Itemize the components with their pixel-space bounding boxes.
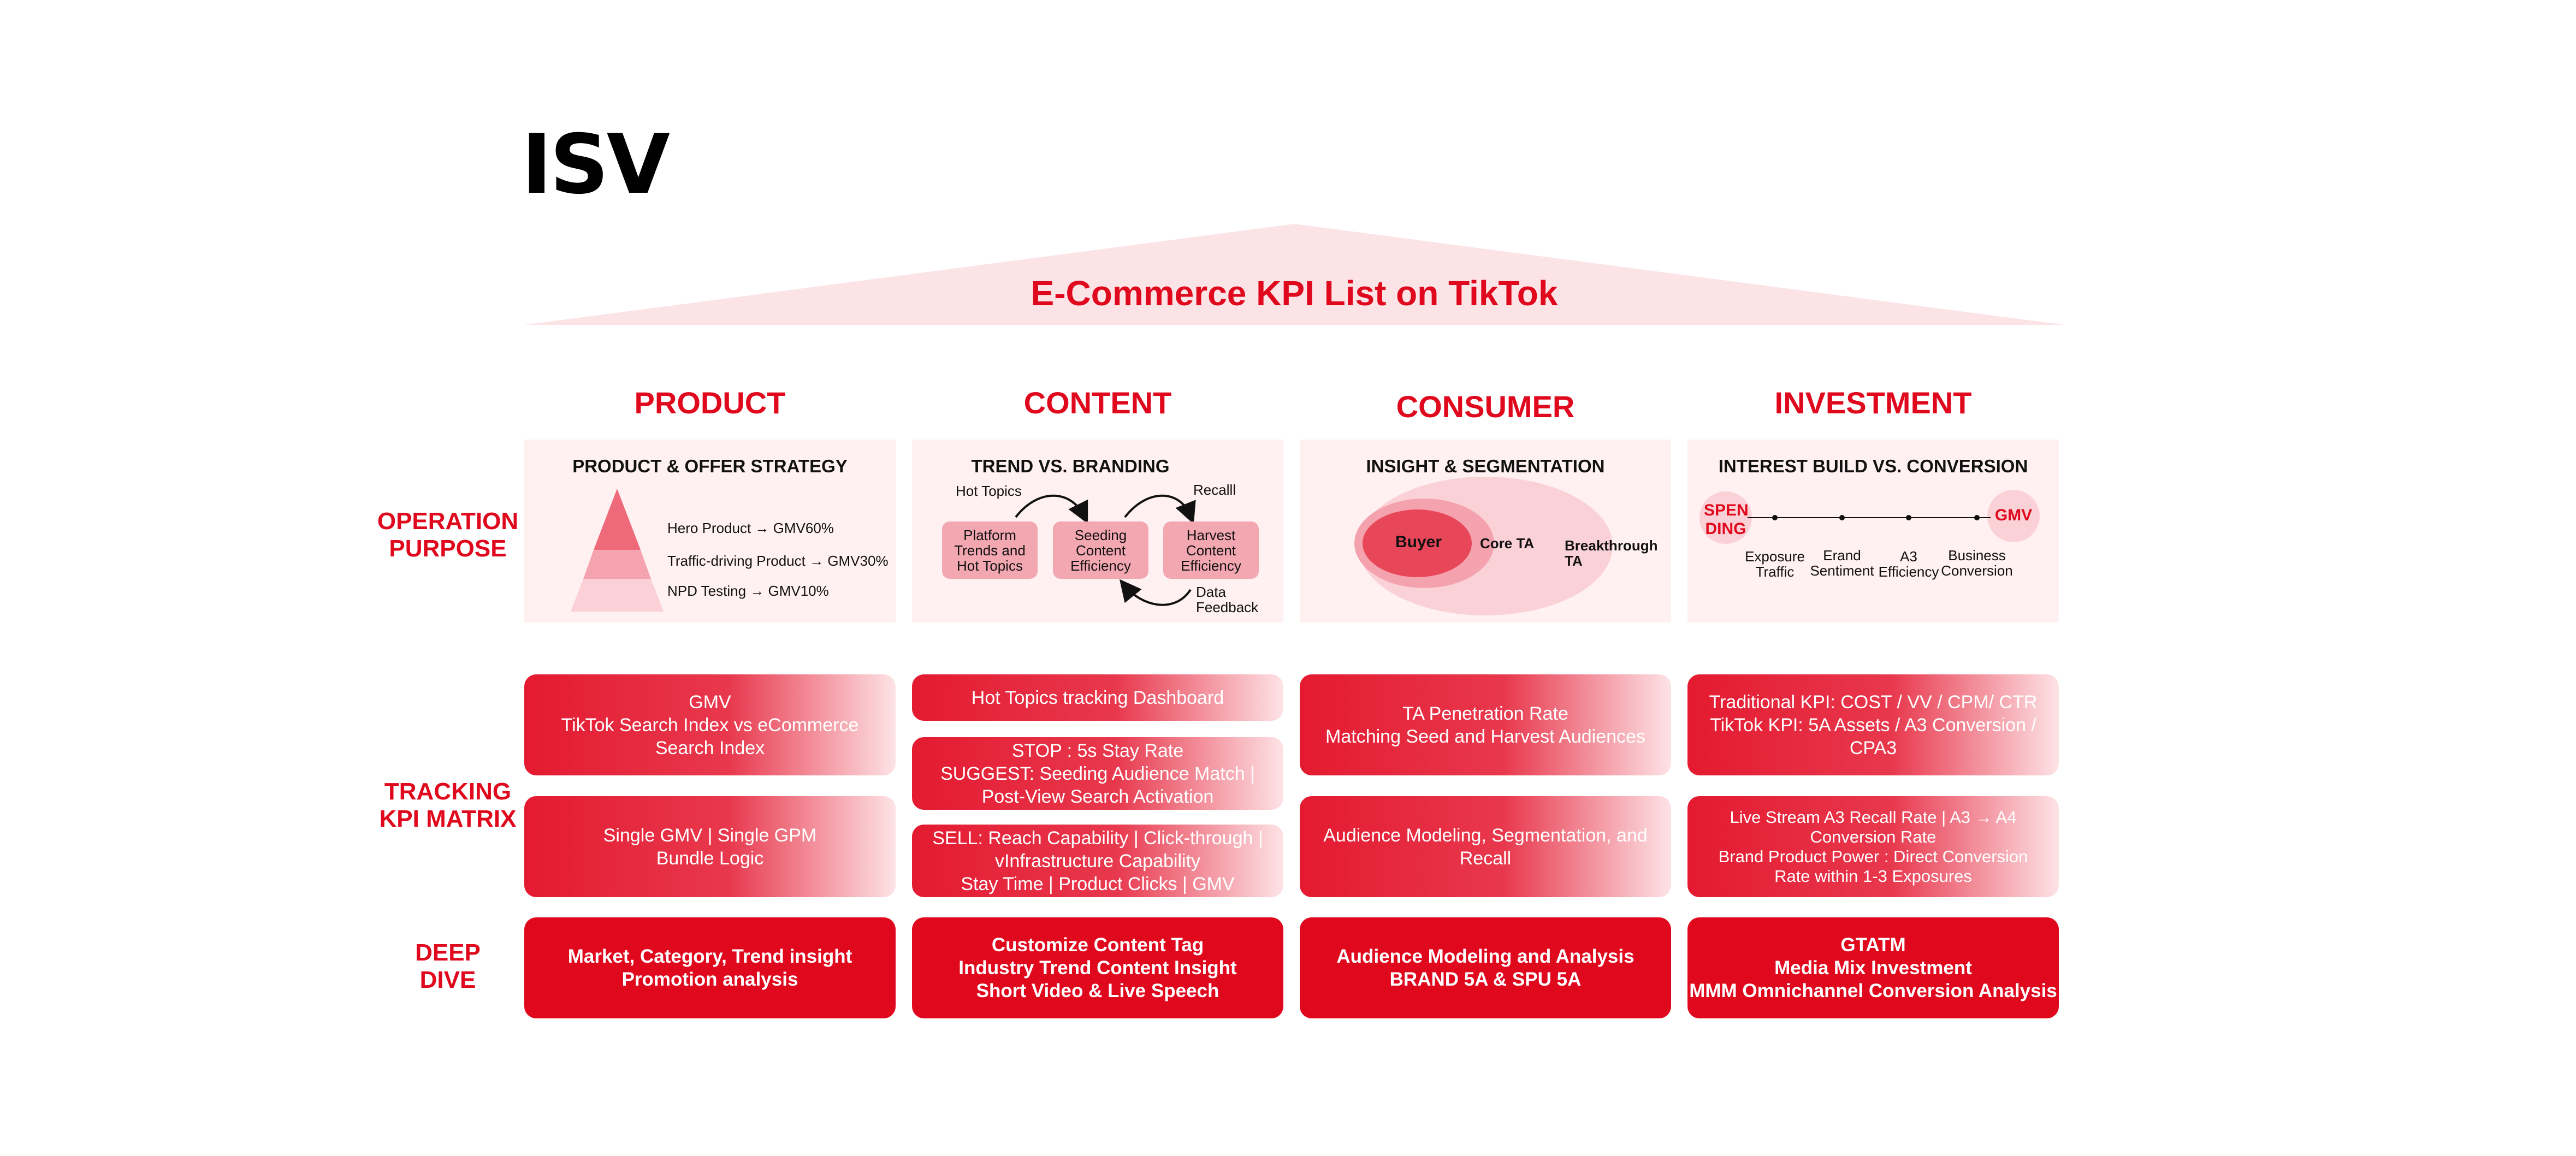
deep-dive-product: Market, Category, Trend insight Promotio…	[524, 917, 896, 1018]
column-header-investment: INVESTMENT	[1774, 386, 1972, 420]
column-header-consumer: CONSUMER	[1396, 389, 1575, 424]
stage-exposure: Exposure Traffic	[1745, 548, 1805, 580]
isv-logo: ISV	[522, 117, 670, 212]
kpi-content-2: STOP : 5s Stay Rate SUGGEST: Seeding Aud…	[912, 737, 1283, 810]
platform-trends-box: Platform Trends and Hot Topics	[942, 521, 1038, 579]
operation-product-title: PRODUCT & OFFER STRATEGY	[572, 456, 848, 476]
operation-product-panel: PRODUCT & OFFER STRATEGY Hero Product → …	[524, 440, 896, 623]
deep-dive-content: Customize Content Tag Industry Trend Con…	[912, 917, 1283, 1018]
core-ta-label: Core TA	[1480, 535, 1535, 552]
flow-arrows-icon	[1015, 494, 1196, 606]
operation-content-panel: TREND VS. BRANDING Hot Topics Recalll Pl…	[912, 440, 1283, 623]
data-feedback-label: Data Feedback	[1196, 584, 1259, 615]
breakthrough-ta-label: Breakthrough TA	[1565, 537, 1658, 569]
stage-sentiment: Erand Sentiment	[1810, 547, 1874, 579]
column-header-content: CONTENT	[1023, 386, 1172, 420]
pyramid-label-traffic: Traffic-driving Product → GMV30%	[667, 553, 889, 569]
operation-investment-panel: INTEREST BUILD VS. CONVERSION SPEN DING …	[1687, 440, 2059, 623]
row-label-operation-purpose: OPERATION PURPOSE	[377, 508, 519, 562]
kpi-product-2: Single GMV | Single GPM Bundle Logic	[524, 796, 896, 897]
roof-shape	[524, 224, 2064, 325]
kpi-consumer-2: Audience Modeling, Segmentation, and Rec…	[1300, 796, 1671, 897]
deep-dive-investment: GTATM Media Mix Investment MMM Omnichann…	[1687, 917, 2059, 1018]
stage-efficiency: A3 Efficiency	[1878, 548, 1939, 580]
operation-consumer-panel: INSIGHT & SEGMENTATION Buyer Core TA Bre…	[1300, 440, 1671, 623]
conversion-path-icon	[1699, 490, 2040, 544]
pyramid-label-npd: NPD Testing → GMV10%	[667, 583, 829, 599]
kpi-consumer-1: TA Penetration Rate Matching Seed and Ha…	[1300, 674, 1671, 775]
row-label-tracking-kpi-matrix: TRACKING KPI MATRIX	[379, 778, 517, 832]
pyramid-icon	[571, 489, 664, 612]
segmentation-ellipses-icon	[1354, 477, 1613, 615]
kpi-product-1: GMV TikTok Search Index vs eCommerce Sea…	[524, 674, 896, 775]
kpi-investment-2: Live Stream A3 Recall Rate | A3 → A4 Con…	[1687, 796, 2059, 897]
row-label-deep-dive: DEEP DIVE	[415, 939, 481, 993]
pyramid-label-hero: Hero Product → GMV60%	[667, 520, 834, 536]
deep-dive-consumer: Audience Modeling and Analysis BRAND 5A …	[1300, 917, 1671, 1018]
kpi-investment-1: Traditional KPI: COST / VV / CPM/ CTR Ti…	[1687, 674, 2059, 775]
harvest-efficiency-box: Harvest Content Efficiency	[1163, 521, 1259, 579]
column-header-product: PRODUCT	[634, 386, 786, 420]
spending-label: SPEN DING	[1704, 501, 1749, 538]
gmv-label: GMV	[1994, 506, 2033, 524]
kpi-content-1: Hot Topics tracking Dashboard	[912, 674, 1283, 721]
recall-label: Recalll	[1193, 482, 1236, 498]
operation-investment-title: INTEREST BUILD VS. CONVERSION	[1718, 456, 2028, 476]
main-title: E-Commerce KPI List on TikTok	[1031, 274, 1558, 313]
stage-conversion: Business Conversion	[1941, 547, 2013, 579]
buyer-label: Buyer	[1395, 533, 1442, 551]
hot-topics-label: Hot Topics	[956, 483, 1022, 499]
seeding-efficiency-box: Seeding Content Efficiency	[1053, 521, 1148, 579]
kpi-content-3: SELL: Reach Capability | Click-through |…	[912, 825, 1283, 897]
operation-consumer-title: INSIGHT & SEGMENTATION	[1366, 456, 1605, 476]
operation-content-title: TREND VS. BRANDING	[971, 456, 1170, 476]
